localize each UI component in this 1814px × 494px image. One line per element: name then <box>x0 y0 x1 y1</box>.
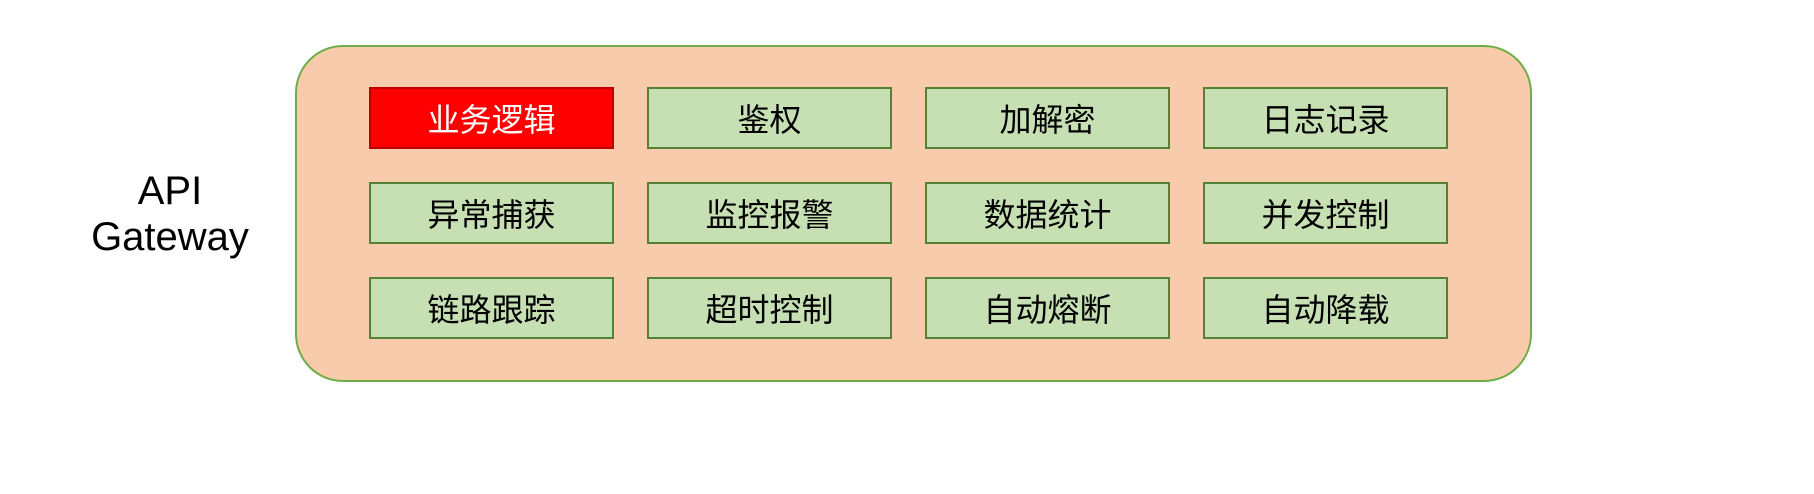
auth-box: 鉴权 <box>647 87 892 149</box>
feature-grid: 业务逻辑 鉴权 加解密 日志记录 异常捕获 监控报警 数据统计 并发控制 链路跟… <box>297 47 1530 339</box>
concurrency-control-box: 并发控制 <box>1203 182 1448 244</box>
api-gateway-label: API Gateway <box>45 168 295 260</box>
trace-tracking-box: 链路跟踪 <box>369 277 614 339</box>
encryption-decryption-box: 加解密 <box>925 87 1170 149</box>
api-gateway-label-line-1: API <box>137 169 203 213</box>
gateway-container: 业务逻辑 鉴权 加解密 日志记录 异常捕获 监控报警 数据统计 并发控制 链路跟… <box>295 45 1532 382</box>
api-gateway-label-line-2: Gateway <box>91 215 249 259</box>
auto-load-shedding-box: 自动降载 <box>1203 277 1448 339</box>
logging-box: 日志记录 <box>1203 87 1448 149</box>
data-statistics-box: 数据统计 <box>925 182 1170 244</box>
business-logic-box: 业务逻辑 <box>369 87 614 149</box>
auto-circuit-breaker-box: 自动熔断 <box>925 277 1170 339</box>
exception-capture-box: 异常捕获 <box>369 182 614 244</box>
timeout-control-box: 超时控制 <box>647 277 892 339</box>
monitoring-alert-box: 监控报警 <box>647 182 892 244</box>
